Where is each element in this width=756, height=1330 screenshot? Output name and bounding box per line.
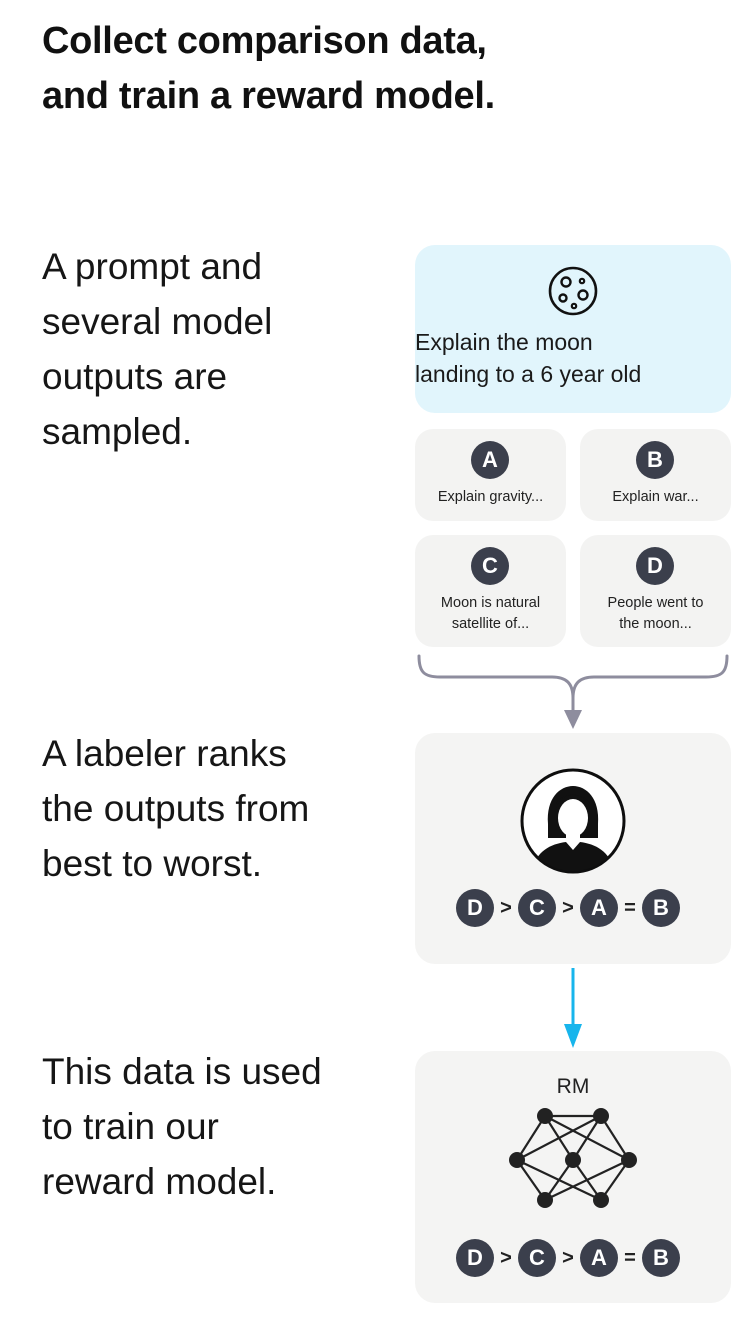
step-3-text: This data is used to train our reward mo… <box>42 1044 382 1209</box>
rank-badge: A <box>580 889 618 927</box>
rank-operator: = <box>624 896 636 919</box>
step-3-line: reward model. <box>42 1161 277 1202</box>
badge-d: D <box>636 547 674 585</box>
output-b-text: Explain war... <box>612 489 699 505</box>
output-d-line-1: People went to <box>607 595 704 611</box>
rank-operator: > <box>500 896 512 919</box>
rank-operator: > <box>562 896 574 919</box>
badge-c: C <box>471 547 509 585</box>
output-d-line-2: the moon... <box>619 616 692 632</box>
output-a-text: Explain gravity... <box>437 489 544 505</box>
step-1-text: A prompt and several model outputs are s… <box>42 239 382 459</box>
rm-rank-badge: D <box>456 1239 494 1277</box>
rm-rank-badge: C <box>518 1239 556 1277</box>
step-2-line: A labeler ranks <box>42 733 287 774</box>
step-1-line: outputs are <box>42 356 228 397</box>
rm-rank-operator: > <box>500 1246 512 1269</box>
step-3-line: This data is used <box>42 1051 322 1092</box>
title-line-2: and train a reward model. <box>42 75 495 117</box>
output-card-a: A Explain gravity... <box>415 429 566 521</box>
output-card-d: D People went to the moon... <box>580 535 731 647</box>
labeler-ranking: D > C > A = B <box>456 889 680 927</box>
title-line-1: Collect comparison data, <box>42 20 487 62</box>
prompt-text: Explain the moon landing to a 6 year old <box>415 326 731 390</box>
output-c-text: Moon is natural satellite of... <box>415 593 566 635</box>
output-c-line-2: satellite of... <box>451 616 530 632</box>
output-d-text: People went to the moon... <box>580 593 731 635</box>
prompt-line-2: landing to a 6 year old <box>415 361 642 387</box>
page-title: Collect comparison data, and train a rew… <box>42 14 495 124</box>
output-c-line-1: Moon is natural <box>440 595 541 611</box>
output-card-b: B Explain war... <box>580 429 731 521</box>
rank-badge: B <box>642 889 680 927</box>
rank-badge: C <box>518 889 556 927</box>
labeler-avatar-icon <box>520 768 626 874</box>
step-2-line: the outputs from <box>42 788 310 829</box>
rm-rank-badge: B <box>642 1239 680 1277</box>
step-2-text: A labeler ranks the outputs from best to… <box>42 726 382 891</box>
step-1-line: A prompt and <box>42 246 263 287</box>
step-3-line: to train our <box>42 1106 219 1147</box>
step-2-line: best to worst. <box>42 843 263 884</box>
moon-icon <box>548 266 598 316</box>
rank-badge: D <box>456 889 494 927</box>
rm-label: RM <box>556 1075 590 1098</box>
prompt-line-1: Explain the moon <box>415 329 593 355</box>
badge-b: B <box>636 441 674 479</box>
step-1-line: several model <box>42 301 273 342</box>
rm-rank-badge: A <box>580 1239 618 1277</box>
reward-model-ranking: D > C > A = B <box>456 1239 680 1277</box>
step-1-line: sampled. <box>42 411 193 452</box>
rm-rank-operator: > <box>562 1246 574 1269</box>
output-card-c: C Moon is natural satellite of... <box>415 535 566 647</box>
badge-a: A <box>471 441 509 479</box>
prompt-card <box>415 245 731 413</box>
rm-rank-operator: = <box>624 1246 636 1269</box>
